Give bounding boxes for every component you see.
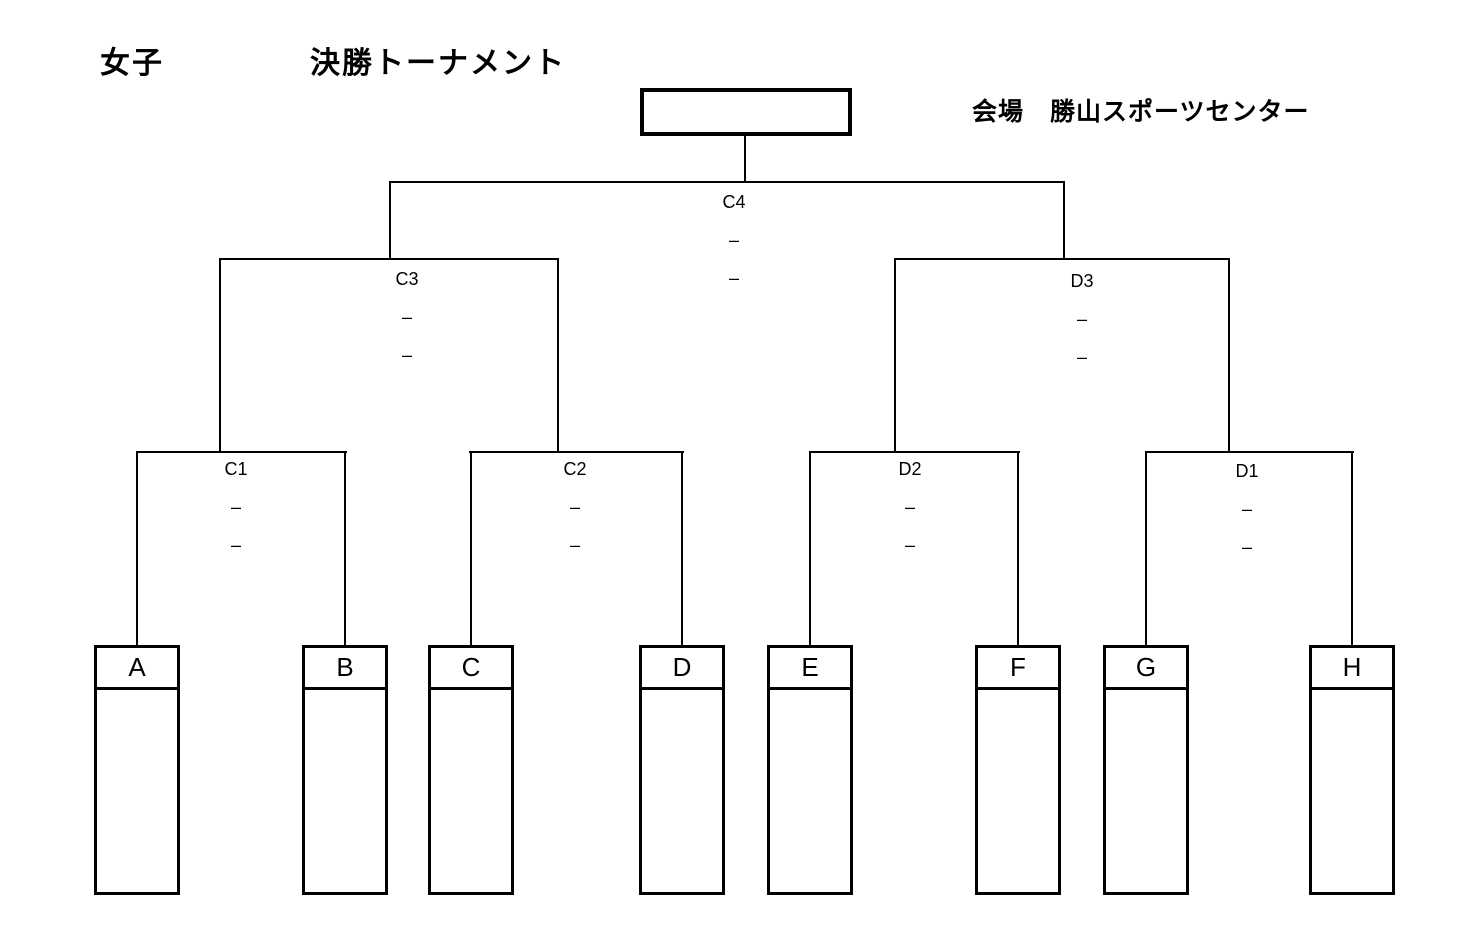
connector-line: [809, 451, 811, 645]
match-score-line: –: [1241, 499, 1252, 519]
connector-line: [1063, 181, 1065, 260]
team-box-a: A: [94, 645, 180, 895]
match-c3: C3 – –: [383, 260, 431, 374]
match-score-line: –: [569, 535, 580, 555]
match-score-line: –: [230, 535, 241, 555]
connector-line: [1228, 258, 1230, 453]
match-c2: C2 – –: [551, 450, 599, 564]
connector-line: [1017, 451, 1019, 645]
team-name: [770, 690, 850, 890]
match-c1: C1 – –: [212, 450, 260, 564]
team-name: [97, 690, 177, 890]
team-box-d: D: [639, 645, 725, 895]
team-seed: G: [1106, 648, 1186, 690]
match-score-line: –: [904, 497, 915, 517]
match-score-line: –: [1076, 347, 1087, 367]
team-box-c: C: [428, 645, 514, 895]
match-score-line: –: [728, 230, 739, 250]
gender-label: 女子: [100, 47, 164, 80]
match-c4: C4 – –: [710, 183, 758, 297]
team-box-e: E: [767, 645, 853, 895]
connector-line: [1145, 451, 1147, 645]
team-seed: H: [1312, 648, 1392, 690]
match-d2: D2 – –: [886, 450, 934, 564]
match-label: C4: [722, 192, 746, 212]
team-name: [305, 690, 385, 890]
team-seed: B: [305, 648, 385, 690]
connector-line: [681, 451, 683, 645]
match-d3: D3 – –: [1058, 262, 1106, 376]
page-title: 決勝トーナメント: [310, 47, 566, 80]
team-box-b: B: [302, 645, 388, 895]
match-score-line: –: [728, 268, 739, 288]
team-seed: F: [978, 648, 1058, 690]
match-score-line: –: [1241, 537, 1252, 557]
match-label: D3: [1070, 271, 1094, 291]
team-name: [642, 690, 722, 890]
match-label: C2: [563, 459, 587, 479]
connector-line: [470, 451, 472, 645]
connector-line: [744, 136, 746, 182]
match-label: D2: [898, 459, 922, 479]
connector-line: [219, 258, 559, 260]
match-score-line: –: [401, 345, 412, 365]
venue-label: 会場 勝山スポーツセンター: [972, 98, 1310, 126]
match-d1: D1 – –: [1223, 452, 1271, 566]
team-box-h: H: [1309, 645, 1395, 895]
team-seed: E: [770, 648, 850, 690]
connector-line: [136, 451, 347, 453]
match-label: C1: [224, 459, 248, 479]
team-name: [978, 690, 1058, 890]
connector-line: [1351, 451, 1353, 645]
connector-line: [219, 258, 221, 453]
match-score-line: –: [1076, 309, 1087, 329]
match-score-line: –: [230, 497, 241, 517]
champion-box: [640, 88, 852, 136]
match-label: D1: [1235, 461, 1259, 481]
connector-line: [1145, 451, 1354, 453]
team-seed: D: [642, 648, 722, 690]
team-box-g: G: [1103, 645, 1189, 895]
match-score-line: –: [904, 535, 915, 555]
team-seed: A: [97, 648, 177, 690]
connector-line: [344, 451, 346, 645]
team-name: [1106, 690, 1186, 890]
connector-line: [389, 181, 1065, 183]
connector-line: [809, 451, 1020, 453]
team-seed: C: [431, 648, 511, 690]
connector-line: [894, 258, 896, 453]
match-score-line: –: [401, 307, 412, 327]
match-score-line: –: [569, 497, 580, 517]
match-label: C3: [395, 269, 419, 289]
connector-line: [894, 258, 1230, 260]
connector-line: [557, 258, 559, 453]
team-name: [431, 690, 511, 890]
connector-line: [469, 451, 684, 453]
team-name: [1312, 690, 1392, 890]
connector-line: [389, 181, 391, 260]
connector-line: [136, 451, 138, 645]
team-box-f: F: [975, 645, 1061, 895]
